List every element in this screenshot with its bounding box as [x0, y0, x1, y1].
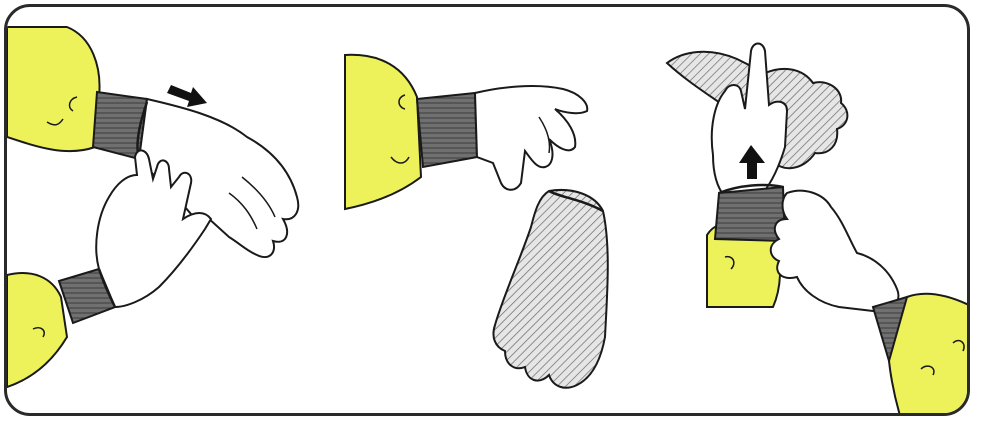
step-2-panel — [325, 7, 645, 413]
right-hand — [771, 191, 899, 312]
bare-hand — [475, 86, 587, 190]
illustration-frame — [4, 4, 970, 416]
cuff — [417, 93, 477, 167]
arrow-down-right-icon — [167, 85, 207, 107]
upper-sleeve — [7, 27, 100, 151]
sleeve — [345, 55, 421, 209]
step-1-panel — [7, 7, 319, 413]
lower-sleeve — [7, 273, 67, 387]
step-3-panel — [653, 7, 970, 413]
removed-glove — [493, 190, 607, 388]
